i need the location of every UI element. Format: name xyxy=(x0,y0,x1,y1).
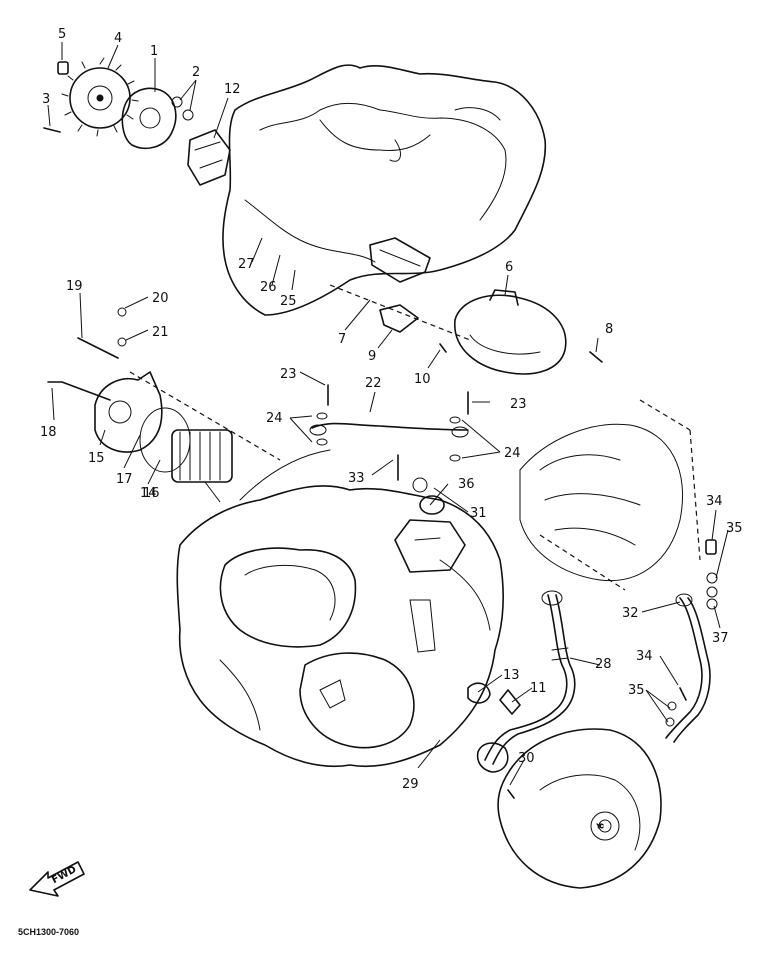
callout-24-right: 24 xyxy=(504,446,521,461)
reference-code: 5CH1300-7060 xyxy=(18,927,79,937)
oil-filter-group xyxy=(47,307,281,483)
callout-29: 29 xyxy=(402,777,419,792)
svg-text:YC: YC xyxy=(596,824,604,830)
callout-24-left: 24 xyxy=(266,411,283,426)
leader-lines xyxy=(47,42,729,786)
callout-8: 8 xyxy=(605,322,613,337)
callout-18: 18 xyxy=(40,425,57,440)
callout-22: 22 xyxy=(365,376,382,391)
callout-19: 19 xyxy=(66,279,83,294)
callout-13: 13 xyxy=(503,668,520,683)
fwd-arrow-icon: FWD xyxy=(29,861,85,897)
callout-34-top: 34 xyxy=(706,494,723,509)
callout-14: 14 xyxy=(140,486,157,501)
callout-7: 7 xyxy=(338,332,346,347)
callout-10: 10 xyxy=(414,372,431,387)
callout-2: 2 xyxy=(192,65,200,80)
callout-21: 21 xyxy=(152,325,169,340)
callout-34-bottom: 34 xyxy=(636,649,653,664)
callout-23-right: 23 xyxy=(510,397,527,412)
callout-3: 3 xyxy=(42,92,50,107)
callout-12: 12 xyxy=(224,82,241,97)
callout-11: 11 xyxy=(530,681,547,696)
callout-30: 30 xyxy=(518,751,535,766)
callout-4: 4 xyxy=(114,31,122,46)
callout-35-bottom: 35 xyxy=(628,683,645,698)
callout-5: 5 xyxy=(58,27,66,42)
crankcase-lower xyxy=(176,449,505,768)
callout-9: 9 xyxy=(368,349,376,364)
crankcase-cover-upper xyxy=(222,64,547,316)
callout-36: 36 xyxy=(458,477,475,492)
oil-delivery-pipe xyxy=(309,384,469,462)
callout-17: 17 xyxy=(116,472,133,487)
callout-27: 27 xyxy=(238,257,255,272)
callout-33: 33 xyxy=(348,471,365,486)
callout-labels: 1 2 3 4 5 6 7 8 9 10 11 12 13 14 15 16 1… xyxy=(40,27,743,792)
callout-6: 6 xyxy=(505,260,513,275)
oil-hose-assembly: YC xyxy=(467,399,718,889)
callout-37: 37 xyxy=(712,631,729,646)
callout-23-left: 23 xyxy=(280,367,297,382)
callout-35-top: 35 xyxy=(726,521,743,536)
fwd-label: FWD xyxy=(50,864,78,886)
callout-1: 1 xyxy=(150,44,158,59)
callout-25: 25 xyxy=(280,294,297,309)
callout-26: 26 xyxy=(260,280,277,295)
strainer-cover xyxy=(329,284,603,375)
callout-20: 20 xyxy=(152,291,169,306)
callout-32: 32 xyxy=(622,606,639,621)
callout-15: 15 xyxy=(88,451,105,466)
callout-28: 28 xyxy=(595,657,612,672)
callout-16: 16 xyxy=(143,486,160,501)
oil-pump-assembly xyxy=(43,57,231,186)
callout-31: 31 xyxy=(470,506,487,521)
